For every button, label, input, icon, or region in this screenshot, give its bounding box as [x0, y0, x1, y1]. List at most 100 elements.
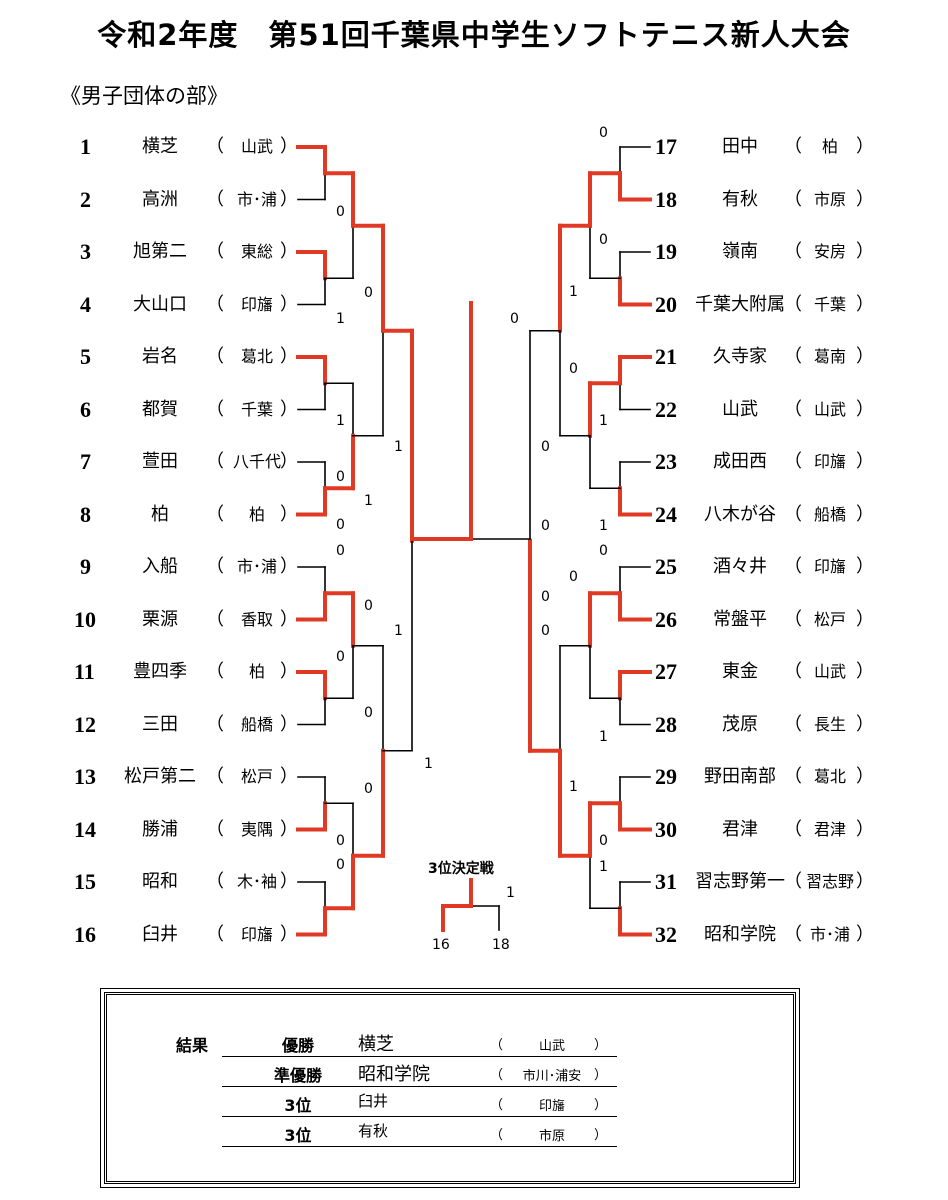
team-prefecture: 木･袖: [236, 872, 277, 891]
paren-open: （: [784, 556, 802, 577]
third-place-label: 3位決定戦: [428, 861, 494, 877]
result-team: 有秋: [358, 1122, 389, 1140]
paren-close: ）: [280, 713, 298, 735]
team-prefecture: 船橋: [813, 504, 846, 524]
team-prefecture: 山武: [813, 399, 846, 419]
team-prefecture: 松戸: [240, 767, 273, 786]
team-prefecture: 松戸: [813, 609, 846, 629]
match-score: 1: [569, 284, 578, 300]
team-number: 16: [74, 921, 96, 947]
paren-close: ）: [856, 923, 874, 945]
team-prefecture: 八千代: [232, 452, 281, 471]
match-score: 1: [599, 413, 608, 429]
team-name: 成田西: [713, 451, 767, 472]
paren-close: ）: [856, 608, 874, 630]
team-prefecture: 印旛: [813, 452, 846, 471]
team-name: 横芝: [142, 136, 178, 157]
team-name: 旭第二: [133, 241, 187, 262]
team-number: 18: [655, 186, 677, 212]
third-place-score: 1: [506, 885, 515, 901]
paren-close: ）: [856, 818, 874, 840]
paren-close: ）: [280, 871, 298, 892]
paren-open: （: [490, 1128, 504, 1143]
paren-open: （: [784, 713, 802, 735]
paren-close: ）: [280, 188, 298, 210]
team-name: 三田: [142, 713, 178, 735]
team-name: 勝浦: [142, 818, 178, 840]
match-score: 0: [336, 204, 345, 220]
team-number: 17: [655, 134, 677, 159]
team-name: 大山口: [133, 293, 187, 315]
paren-open: （: [206, 871, 224, 892]
team-prefecture: 柏: [248, 504, 265, 524]
match-score: 0: [364, 598, 373, 614]
paren-close: ）: [594, 1098, 608, 1113]
paren-open: （: [784, 871, 802, 892]
paren-close: ）: [856, 188, 874, 210]
paren-open: （: [206, 293, 224, 315]
team-prefecture: 葛北: [240, 347, 273, 366]
paren-open: （: [206, 503, 224, 525]
result-divider: [222, 1056, 617, 1057]
match-score: 0: [336, 543, 345, 559]
team-name: 常盤平: [713, 608, 767, 630]
team-number: 23: [655, 449, 677, 474]
paren-close: ）: [280, 136, 298, 157]
result-rank: 3位: [284, 1096, 312, 1115]
team-name: 野田南部: [704, 766, 776, 787]
paren-open: （: [784, 923, 802, 945]
team-number: 26: [655, 606, 677, 632]
paren-open: （: [784, 503, 802, 525]
team-name: 有秋: [722, 188, 758, 210]
paren-close: ）: [594, 1128, 608, 1143]
paren-close: ）: [280, 398, 298, 420]
match-score: 0: [599, 232, 608, 248]
result-prefecture: 印旛: [538, 1099, 565, 1114]
match-score: 1: [599, 518, 608, 534]
match-score: 0: [541, 589, 550, 605]
paren-close: ）: [280, 503, 298, 525]
team-name: 習志野第一: [695, 871, 785, 892]
team-number: 29: [655, 764, 677, 789]
match-score: 0: [599, 125, 608, 141]
team-prefecture: 千葉: [813, 294, 846, 314]
paren-close: ）: [856, 346, 874, 367]
team-name: 入船: [142, 556, 178, 577]
team-prefecture: 千葉: [240, 399, 273, 419]
result-divider: [222, 1146, 617, 1147]
team-prefecture: 柏: [248, 662, 265, 681]
match-score: 0: [336, 469, 345, 485]
paren-close: ）: [280, 346, 298, 367]
team-prefecture: 安房: [813, 242, 846, 261]
team-number: 6: [80, 396, 91, 422]
paren-close: ）: [856, 556, 874, 577]
result-prefecture: 山武: [538, 1039, 565, 1054]
team-number: 22: [655, 396, 677, 422]
paren-open: （: [784, 346, 802, 367]
paren-close: ）: [856, 713, 874, 735]
paren-open: （: [206, 766, 224, 787]
match-score: 1: [336, 311, 345, 327]
team-prefecture: 葛南: [813, 347, 846, 366]
team-number: 20: [655, 291, 677, 317]
team-number: 2: [80, 186, 91, 212]
team-name: 昭和: [142, 871, 178, 892]
team-name: 豊四季: [133, 661, 187, 682]
match-score: 0: [541, 518, 550, 534]
result-rank: 3位: [284, 1126, 312, 1145]
paren-close: ）: [280, 923, 298, 945]
team-name: 久寺家: [713, 346, 767, 367]
page-title: 令和2年度 第51回千葉県中学生ソフトテニス新人大会: [97, 18, 851, 52]
match-score: 0: [364, 781, 373, 797]
paren-open: （: [784, 136, 802, 157]
match-score: 0: [510, 311, 519, 327]
paren-open: （: [206, 188, 224, 210]
team-name: 嶺南: [722, 241, 758, 262]
paren-close: ）: [280, 818, 298, 840]
paren-open: （: [206, 923, 224, 945]
team-number: 25: [655, 554, 677, 579]
team-number: 11: [74, 659, 95, 684]
result-rank: 準優勝: [273, 1066, 322, 1085]
result-team: 臼井: [358, 1092, 389, 1110]
